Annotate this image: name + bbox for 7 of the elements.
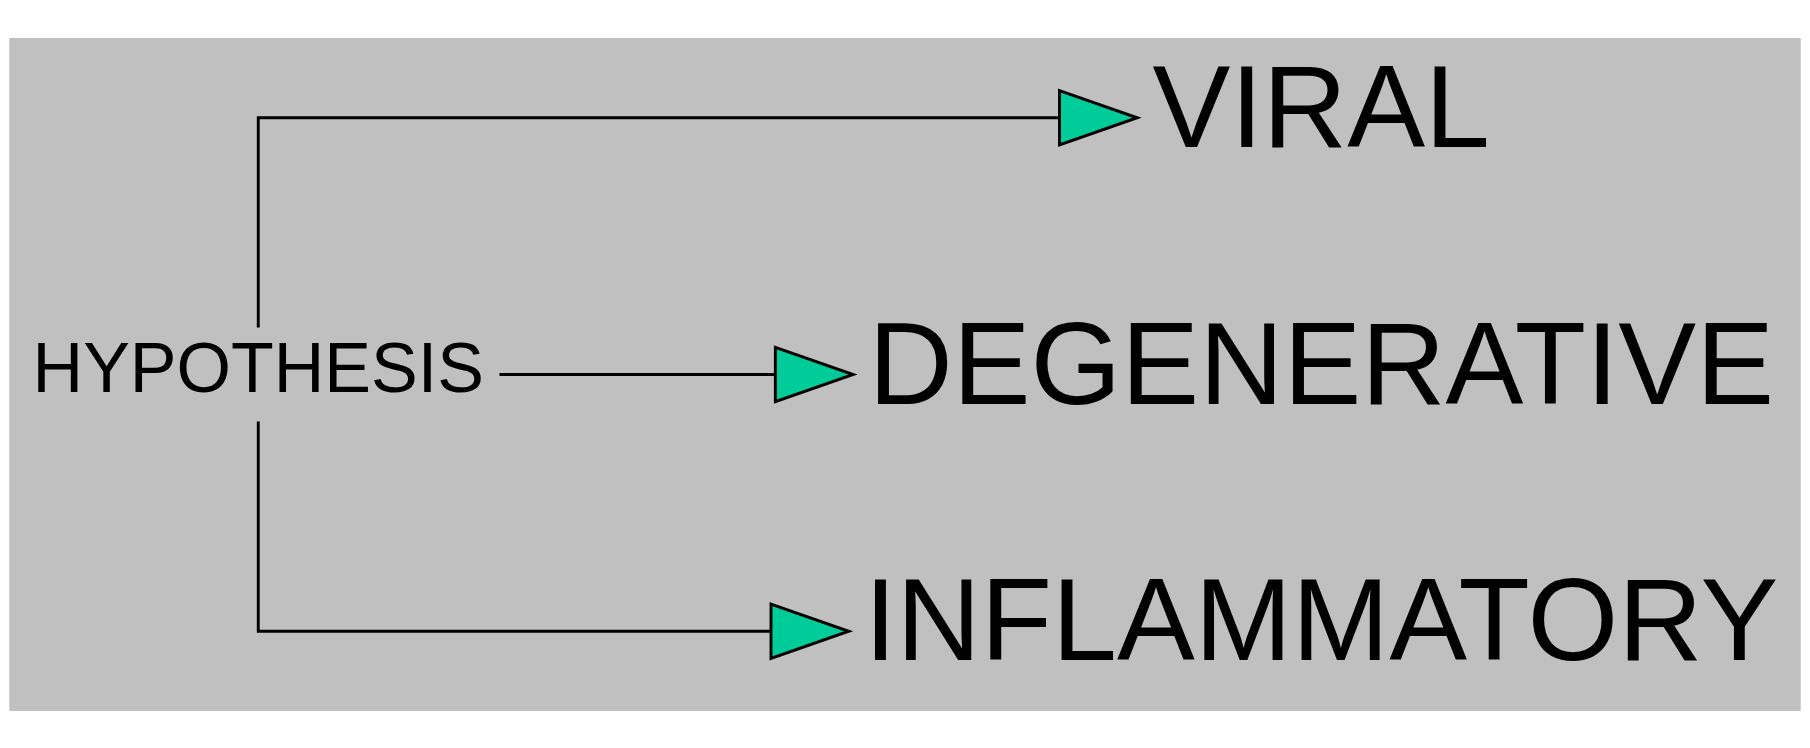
arrow: [256, 87, 1142, 327]
arrow: [256, 421, 854, 661]
node-text: DEGENERATIVE: [868, 297, 1775, 429]
node-text: VIRAL: [1152, 40, 1490, 172]
arrow: [499, 344, 858, 404]
node-text: INFLAMMATORY: [864, 553, 1779, 685]
node-text: HYPOTHESIS: [32, 328, 484, 407]
